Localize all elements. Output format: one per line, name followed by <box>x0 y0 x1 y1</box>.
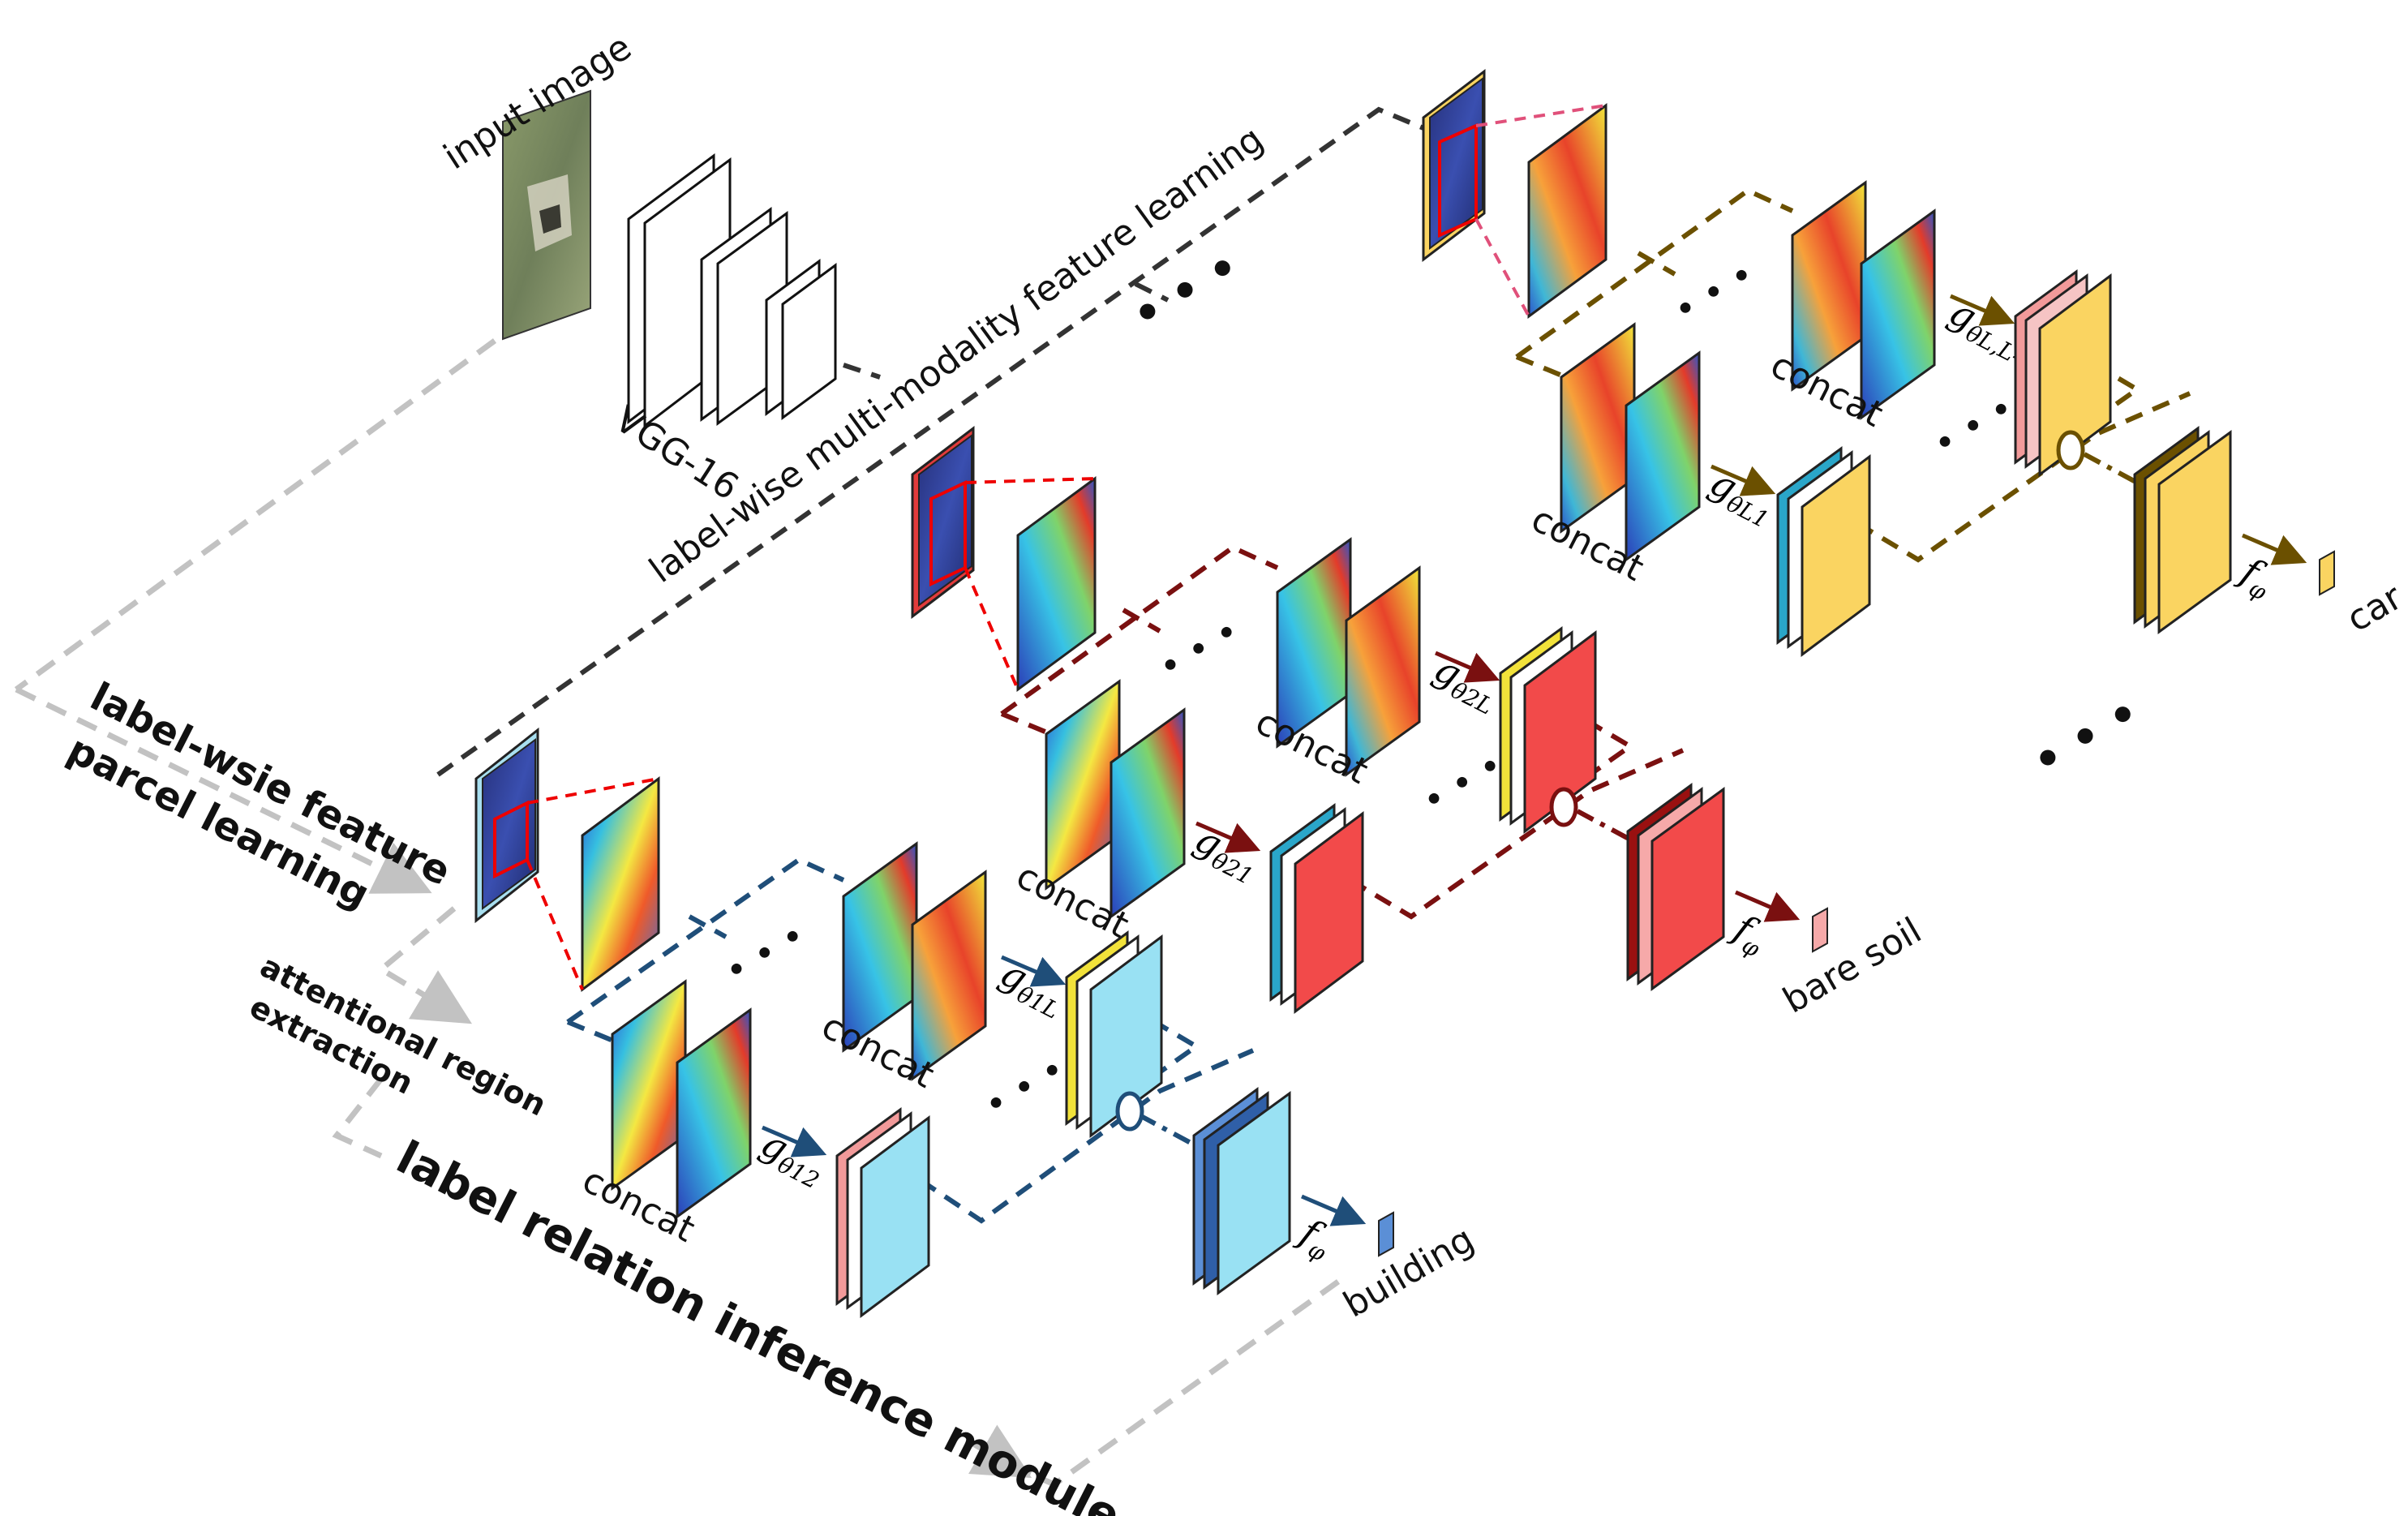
g-left-bare-soil: gθ21 <box>1186 817 1267 891</box>
g-left-building: gθ12 <box>752 1121 833 1195</box>
ellipsis-2-building: • • • <box>977 1048 1072 1127</box>
concat-map-2b-bare-soil <box>1110 707 1186 919</box>
ellipsis-2-bare-soil: • • • <box>1415 744 1510 822</box>
g-stack-right-3-car <box>2038 273 2112 477</box>
g-stack-left-3-building <box>860 1115 930 1318</box>
concat-map-1b-bare-soil <box>1345 565 1421 777</box>
g-stack-right-3-bare-soil <box>1523 630 1597 834</box>
ellipsis-2-car: • • • <box>1926 387 2021 466</box>
g-arrow-left-bare-soil <box>1195 821 1261 853</box>
f-phi-car: fφ <box>2230 548 2281 606</box>
sum-node-building <box>1115 1091 1144 1132</box>
output-vector-car <box>2319 550 2335 596</box>
output-label-car: car <box>2340 576 2408 640</box>
concat-map-2b-building <box>676 1007 752 1219</box>
output-label-building: building <box>1337 1218 1481 1325</box>
ellipsis-1-bare-soil: • • • <box>1152 610 1247 689</box>
g-stack-left-3-car <box>1801 454 1871 657</box>
feature-map-region-building <box>581 776 660 992</box>
ellipsis-top: • • • <box>1123 240 1248 341</box>
f-phi-building: fφ <box>1290 1209 1341 1267</box>
g-stack-right-3-building <box>1089 934 1163 1138</box>
g-arrow-left-building <box>762 1125 827 1157</box>
input-image <box>502 89 591 341</box>
f-arrow-bare-soil <box>1735 890 1801 922</box>
concat-map-2a-car <box>1560 322 1636 534</box>
branch-bare-soil: concat concat • • • • • • gθ21 gθ2L fφ b… <box>911 425 1929 1022</box>
f-arrow-building <box>1301 1194 1367 1226</box>
output-stack-3-building <box>1217 1091 1291 1295</box>
sum-node-bare-soil <box>1549 787 1578 827</box>
concat-map-2a-building <box>611 979 687 1191</box>
f-phi-bare-soil: fφ <box>1723 904 1775 963</box>
dark-link-top <box>1134 281 1170 303</box>
feature-map-region-car <box>1527 103 1607 319</box>
g-stack-left-3-bare-soil <box>1294 811 1364 1014</box>
feature-map-attention-dark-car <box>1429 77 1483 250</box>
output-label-bare-soil: bare soil <box>1776 910 1929 1022</box>
concat-map-1b-car <box>1860 208 1936 420</box>
g-right-building: gθ1L <box>991 951 1073 1024</box>
concat-map-2b-car <box>1625 350 1701 562</box>
g-arrow-right-building <box>1001 955 1067 987</box>
g-arrow-right-car <box>1950 294 2015 326</box>
g-right-bare-soil: gθ2L <box>1425 646 1507 720</box>
feature-map-region-bare-soil <box>1016 476 1097 692</box>
vgg-link <box>843 363 881 380</box>
ellipsis-right: • • • <box>2024 686 2148 788</box>
concat-map-2a-bare-soil <box>1045 679 1121 891</box>
output-stack-3-car <box>2157 430 2232 634</box>
relation-module-label: label relation inference module <box>388 1132 1129 1516</box>
f-arrow-car <box>2242 533 2307 565</box>
ellipsis-1-building: • • • <box>718 914 813 993</box>
g-left-car: gθL1 <box>1701 460 1783 534</box>
sum-node-car <box>2056 430 2085 470</box>
output-stack-3-bare-soil <box>1650 787 1725 991</box>
ellipsis-1-car: • • • <box>1667 253 1762 332</box>
concat-map-1b-building <box>911 870 987 1081</box>
output-vector-building <box>1378 1211 1394 1257</box>
output-vector-bare-soil <box>1812 907 1828 953</box>
outer-dashed-frames <box>14 338 1341 1488</box>
branch-car: concat concat • • • • • • gθL1 gθL,L-1 f… <box>1422 68 2408 657</box>
vgg-stack <box>627 153 837 429</box>
g-arrow-right-bare-soil <box>1435 651 1500 683</box>
g-arrow-left-car <box>1710 464 1776 496</box>
multi-modality-path <box>436 106 1429 777</box>
